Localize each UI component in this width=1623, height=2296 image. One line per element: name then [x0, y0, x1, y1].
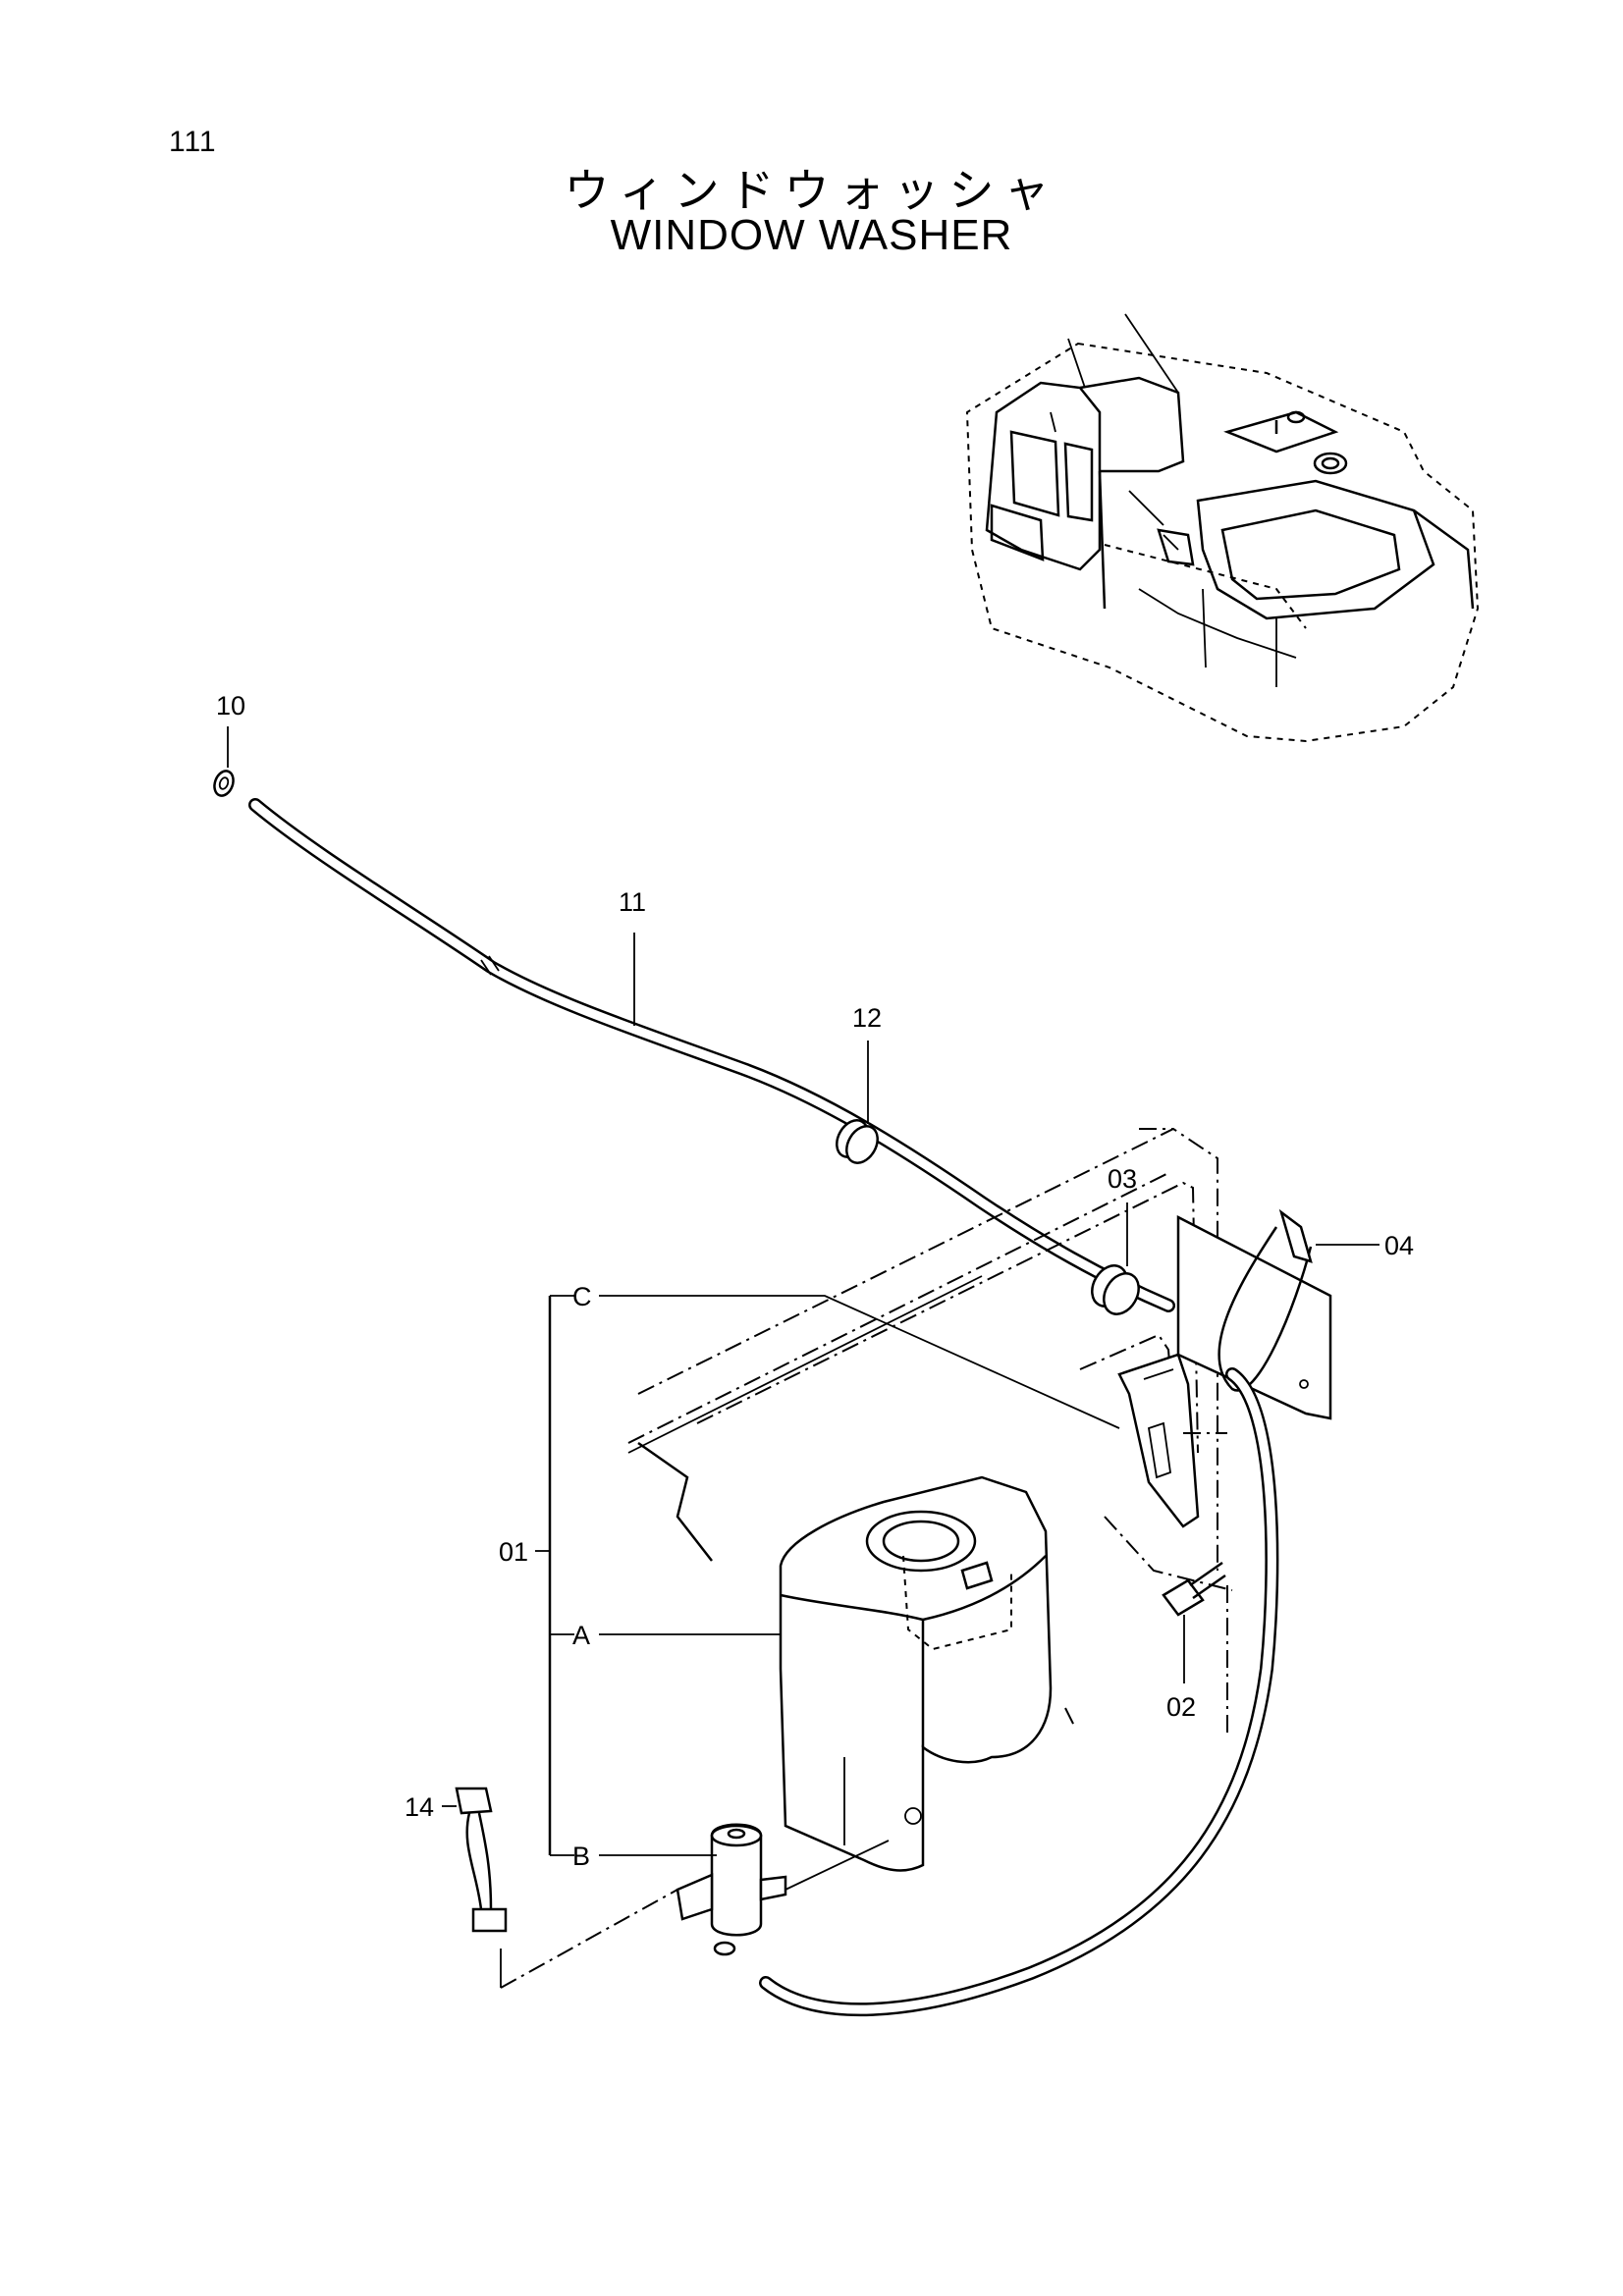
bracket-plate	[1176, 1214, 1332, 1420]
callout-14: 14	[405, 1792, 434, 1822]
title-english: WINDOW WASHER	[610, 211, 1013, 259]
part-11-hose	[248, 798, 1175, 1312]
callout-b: B	[572, 1842, 590, 1871]
callout-12: 12	[852, 1003, 882, 1033]
group-01-bracket-lines	[442, 1295, 1120, 1856]
drain-hose	[759, 1367, 1279, 2017]
part-03-grommet	[1091, 1202, 1140, 1315]
part-14-harness	[455, 1787, 678, 1989]
part-02-screw	[1162, 1561, 1226, 1683]
callout-03: 03	[1108, 1164, 1137, 1194]
callout-11: 11	[619, 887, 646, 917]
part-b-pump	[676, 1823, 890, 1956]
part-12-grommet	[836, 1041, 879, 1164]
callout-c: C	[572, 1282, 592, 1311]
callout-01: 01	[499, 1537, 528, 1567]
title-japanese: ウィンドウォッシャ	[564, 164, 1059, 217]
part-a-tank	[779, 1475, 1053, 1872]
excavator-overview-illustration	[965, 313, 1480, 743]
callout-02: 02	[1166, 1692, 1196, 1722]
callout-10: 10	[216, 691, 245, 721]
part-10-nozzle	[213, 726, 235, 797]
page-number: 111	[169, 126, 217, 158]
callout-04: 04	[1384, 1231, 1414, 1260]
part-c-bracket	[1117, 1353, 1227, 1528]
callout-a: A	[572, 1621, 590, 1650]
part-04-cable-tie	[1217, 1208, 1380, 1392]
